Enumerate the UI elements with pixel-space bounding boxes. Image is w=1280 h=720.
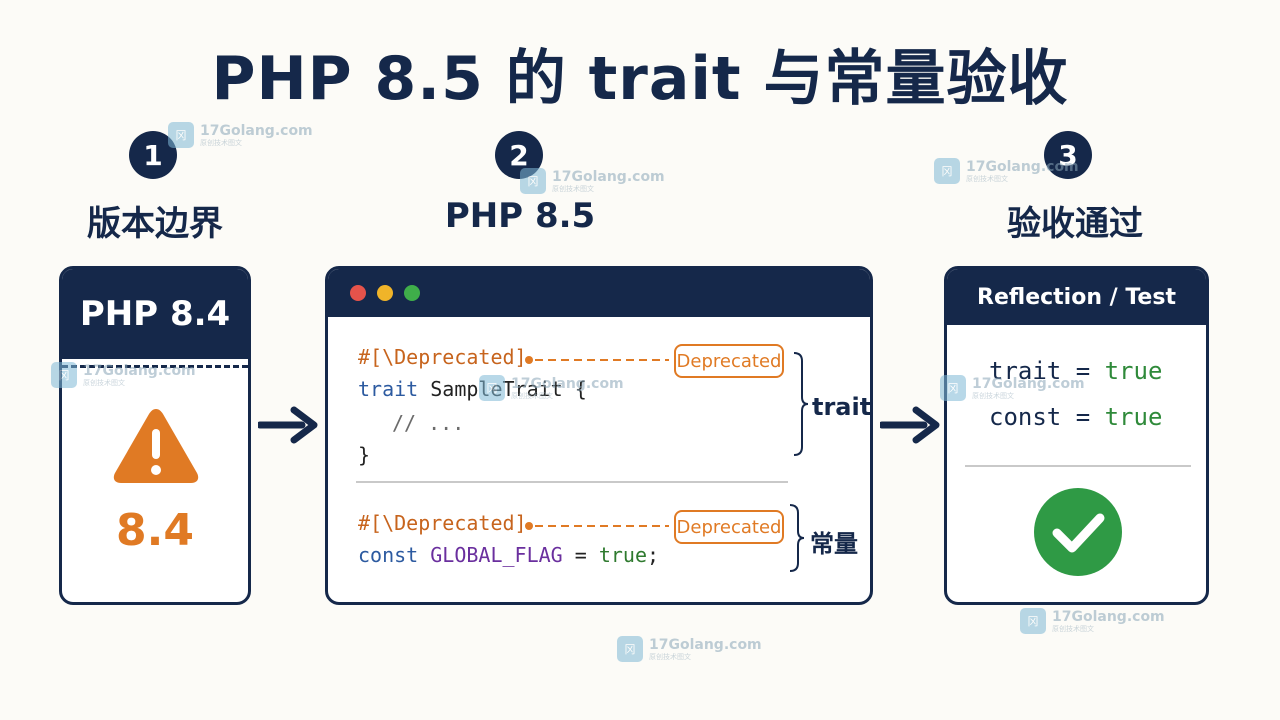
trait-deprecated-tag: Deprecated [674, 344, 784, 378]
result-value: true [1104, 403, 1163, 431]
acceptance-card: Reflection / Test trait = true const = t… [944, 266, 1209, 605]
watermark-logo-icon: 冈 [479, 375, 505, 401]
arrow-right-icon [878, 406, 940, 448]
const-equals: = [562, 543, 599, 567]
watermark-text: 17Golang.com [966, 158, 1079, 175]
const-declaration: const GLOBAL_FLAG = true; [358, 543, 659, 567]
result-key: trait [989, 357, 1062, 385]
result-value: true [1104, 357, 1163, 385]
step-3-label: 验收通过 [1007, 204, 1143, 244]
card1-header: PHP 8.4 [62, 269, 248, 359]
watermark-logo-icon: 冈 [520, 168, 546, 194]
watermark-subtext: 原创技术图文 [1052, 624, 1094, 633]
trait-bracket [793, 352, 809, 456]
watermark-text: 17Golang.com [83, 362, 196, 379]
watermark-text: 17Golang.com [649, 636, 762, 653]
trait-closing-brace: } [358, 443, 371, 467]
card3-header: Reflection / Test [947, 269, 1206, 325]
watermark-logo-icon: 冈 [168, 122, 194, 148]
code-divider [356, 481, 788, 483]
const-bracket [789, 504, 805, 572]
step-2-label: PHP 8.5 [444, 196, 596, 236]
arrow-right-icon [256, 406, 318, 448]
trait-dashed-pointer [525, 356, 669, 364]
result-divider [965, 465, 1191, 467]
watermark-subtext: 原创技术图文 [83, 378, 125, 387]
watermark-text: 17Golang.com [200, 122, 313, 139]
result-row-const: const = true [989, 403, 1162, 431]
const-semicolon: ; [647, 543, 660, 567]
watermark-text: 17Golang.com [552, 168, 665, 185]
watermark-logo-icon: 冈 [617, 636, 643, 662]
const-deprecated-tag: Deprecated [674, 510, 784, 544]
const-attribute: #[\Deprecated] [358, 511, 527, 535]
watermark-subtext: 原创技术图文 [649, 652, 691, 661]
version-boundary-card: PHP 8.4 8.4 [59, 266, 251, 605]
card1-version: 8.4 [116, 505, 194, 556]
trait-keyword: trait [358, 377, 419, 401]
step-1-label: 版本边界 [87, 204, 223, 244]
window-close-dot [350, 285, 366, 301]
const-dashed-pointer [525, 522, 669, 530]
watermark-text: 17Golang.com [1052, 608, 1165, 625]
const-bracket-label: 常量 [810, 530, 858, 558]
window-titlebar [328, 269, 870, 317]
warning-icon [112, 405, 200, 489]
trait-attribute: #[\Deprecated] [358, 345, 527, 369]
page-title: PHP 8.5 的 trait 与常量验收 [211, 44, 1069, 114]
window-maximize-dot [404, 285, 420, 301]
const-keyword: const [358, 543, 419, 567]
step-2-badge: 2 [495, 131, 543, 179]
result-op: = [1061, 403, 1105, 431]
watermark-logo-icon: 冈 [51, 362, 77, 388]
watermark-logo-icon: 冈 [934, 158, 960, 184]
trait-bracket-label: trait [812, 393, 872, 421]
trait-comment: // ... [392, 411, 465, 435]
watermark-subtext: 原创技术图文 [552, 184, 594, 193]
watermark-logo-icon: 冈 [1020, 608, 1046, 634]
watermark-subtext: 原创技术图文 [511, 391, 553, 400]
const-value: true [598, 543, 648, 567]
result-key: const [989, 403, 1062, 431]
php85-code-card: #[\Deprecated] trait SampleTrait { // ..… [325, 266, 873, 605]
watermark-text: 17Golang.com [511, 375, 624, 392]
result-row-trait: trait = true [989, 357, 1162, 385]
check-circle-icon [1033, 487, 1123, 581]
watermark-subtext: 原创技术图文 [972, 391, 1014, 400]
watermark-subtext: 原创技术图文 [200, 138, 242, 147]
const-name: GLOBAL_FLAG [430, 543, 563, 567]
watermark-text: 17Golang.com [972, 375, 1085, 392]
watermark-subtext: 原创技术图文 [966, 174, 1008, 183]
window-minimize-dot [377, 285, 393, 301]
watermark-logo-icon: 冈 [940, 375, 966, 401]
dashed-divider [62, 365, 248, 368]
result-op: = [1061, 357, 1105, 385]
step-3-badge: 3 [1044, 131, 1092, 179]
